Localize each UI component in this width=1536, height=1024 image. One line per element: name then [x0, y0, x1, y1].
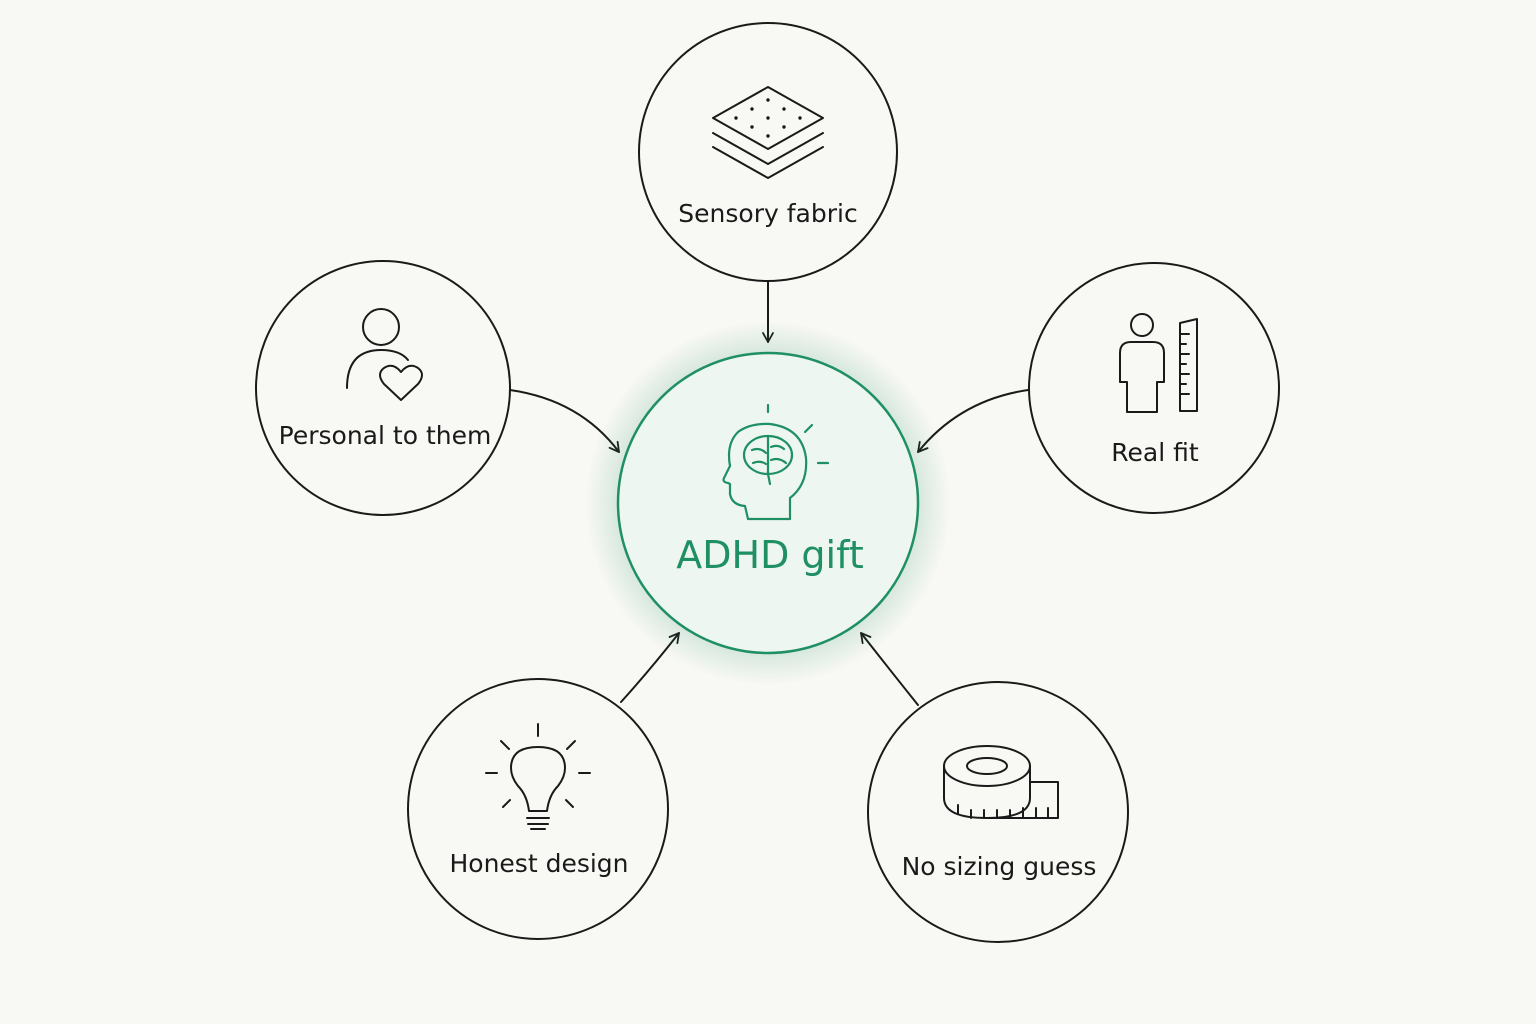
person-heart-icon: [346, 308, 423, 401]
person-ruler-icon: [1119, 313, 1198, 413]
node-label: No sizing guess: [902, 852, 1097, 881]
node-personal-to-them: Personal to them: [255, 260, 511, 516]
measuring-tape-icon: [943, 745, 1059, 819]
node-label: Real fit: [1111, 438, 1199, 467]
node-circle: [255, 260, 511, 516]
center-node: ADHD gift: [586, 321, 950, 685]
node-circle: [638, 22, 898, 282]
node-label: Personal to them: [279, 421, 492, 450]
node-circle: [407, 678, 669, 940]
center-label: ADHD gift: [676, 533, 863, 577]
fabric-layers-icon: [712, 86, 824, 179]
node-label: Honest design: [449, 849, 628, 878]
node-real-fit: Real fit: [1028, 262, 1280, 514]
node-sensory-fabric: Sensory fabric: [638, 22, 898, 282]
node-circle: [1028, 262, 1280, 514]
lightbulb-icon: [485, 723, 591, 830]
node-label: Sensory fabric: [678, 199, 857, 228]
node-no-sizing-guess: No sizing guess: [867, 681, 1129, 943]
node-circle: [867, 681, 1129, 943]
brain-head-icon: [722, 403, 830, 521]
center-circle: [616, 351, 920, 655]
node-honest-design: Honest design: [407, 678, 669, 940]
